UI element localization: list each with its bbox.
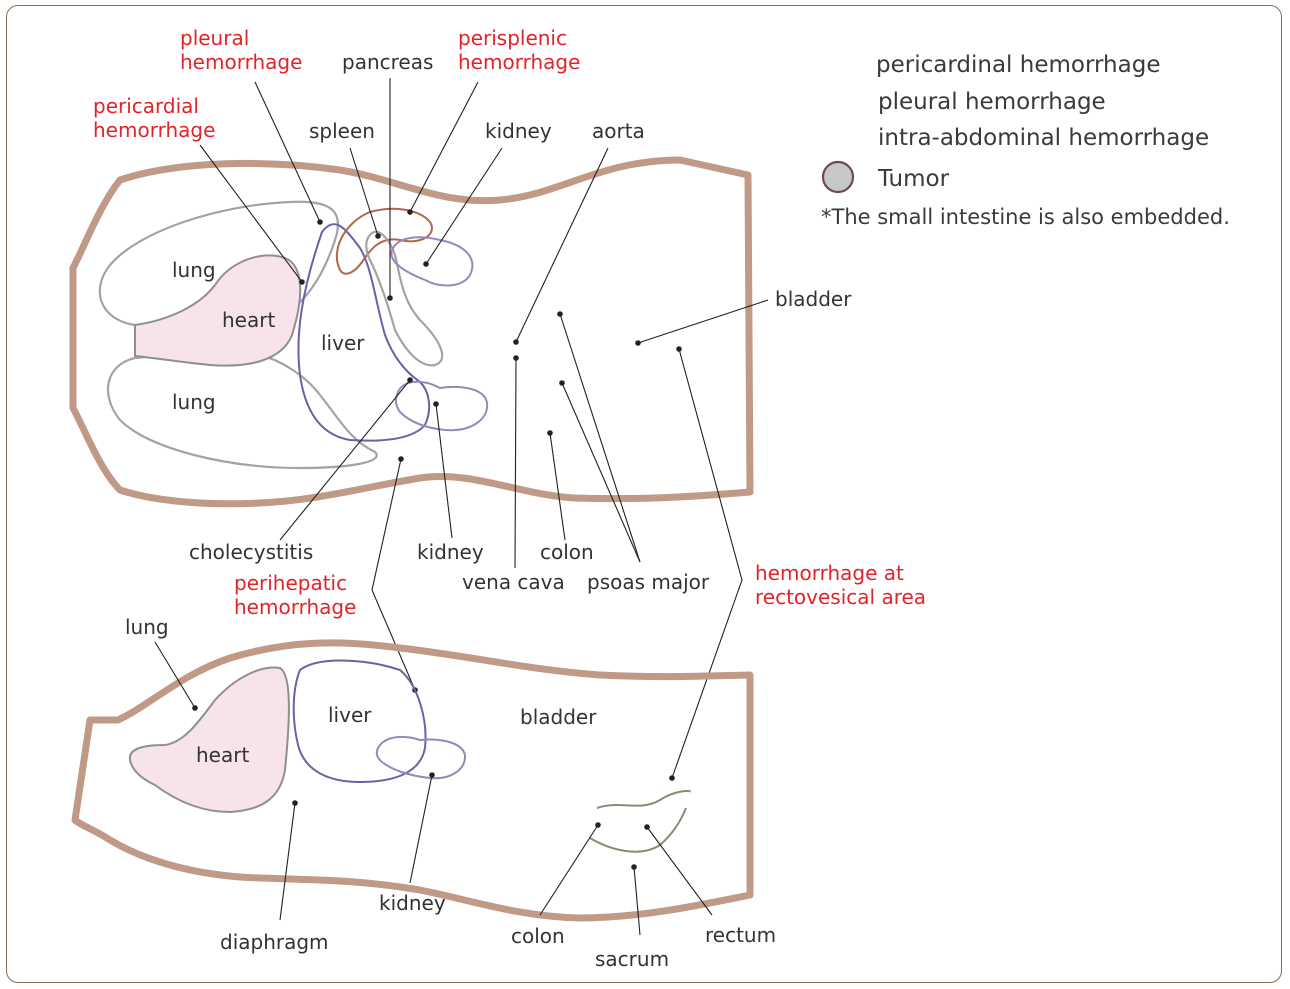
heart-shape-coronal xyxy=(135,256,300,366)
legend: pericardinal hemorrhage pleural hemorrha… xyxy=(821,52,1230,229)
label-psoas-major: psoas major xyxy=(587,570,710,594)
labels-middle: cholecystitis kidney colon vena cava pso… xyxy=(189,540,926,619)
legend-note-small-intestine: *The small intestine is also embedded. xyxy=(821,205,1230,229)
legend-pleural-hemorrhage: pleural hemorrhage xyxy=(878,89,1106,115)
label-kidney-mid: kidney xyxy=(417,540,484,564)
label-sacrum: sacrum xyxy=(595,947,669,971)
label-pericardial-hemorrhage-l2: hemorrhage xyxy=(93,118,215,142)
label-colon-mid: colon xyxy=(540,540,594,564)
label-liver-bottom: liver xyxy=(328,703,372,727)
label-pleural-hemorrhage-l1: pleural xyxy=(180,26,249,50)
label-bladder-bottom: bladder xyxy=(520,705,597,729)
label-aorta: aorta xyxy=(592,119,645,143)
label-lung-bottom: lung xyxy=(125,615,169,639)
kidney-upper-shape xyxy=(391,237,472,285)
label-perihepatic-hemorrhage-l1: perihepatic xyxy=(234,571,347,595)
tumor-legend-swatch xyxy=(823,162,853,192)
label-kidney-bottom: kidney xyxy=(379,891,446,915)
label-lung-lower: lung xyxy=(172,390,216,414)
label-pancreas: pancreas xyxy=(342,50,433,74)
label-hemorrhage-rectovesical-l1: hemorrhage at xyxy=(755,561,904,585)
label-rectum: rectum xyxy=(705,923,776,947)
label-vena-cava: vena cava xyxy=(462,570,565,594)
sacrum-curve xyxy=(590,808,686,852)
label-diaphragm: diaphragm xyxy=(220,930,329,954)
label-heart-top: heart xyxy=(222,308,275,332)
spleen-shape xyxy=(337,209,432,274)
label-perihepatic-hemorrhage-l2: hemorrhage xyxy=(234,595,356,619)
label-perisplenic-hemorrhage-l2: hemorrhage xyxy=(458,50,580,74)
label-pericardial-hemorrhage-l1: pericardial xyxy=(93,94,199,118)
legend-tumor: Tumor xyxy=(877,166,950,192)
label-cholecystitis: cholecystitis xyxy=(189,540,313,564)
label-colon-bottom: colon xyxy=(511,924,565,948)
label-kidney-top: kidney xyxy=(485,119,552,143)
pancreas-shape xyxy=(366,232,442,366)
label-spleen: spleen xyxy=(309,119,375,143)
label-lung-upper: lung xyxy=(172,258,216,282)
rectum-curve xyxy=(597,791,690,808)
label-perisplenic-hemorrhage-l1: perisplenic xyxy=(458,26,567,50)
label-pleural-hemorrhage-l2: hemorrhage xyxy=(180,50,302,74)
heart-shape-sagittal xyxy=(130,668,289,812)
label-hemorrhage-rectovesical-l2: rectovesical area xyxy=(755,585,926,609)
label-bladder-top: bladder xyxy=(775,287,852,311)
label-heart-bottom: heart xyxy=(196,743,249,767)
label-liver-top: liver xyxy=(321,331,365,355)
legend-pericardinal-hemorrhage: pericardinal hemorrhage xyxy=(876,52,1160,78)
lung-lower-shape xyxy=(108,354,377,468)
kidney-lower-shape xyxy=(396,382,487,430)
legend-intra-abdominal-hemorrhage: intra-abdominal hemorrhage xyxy=(878,125,1209,151)
